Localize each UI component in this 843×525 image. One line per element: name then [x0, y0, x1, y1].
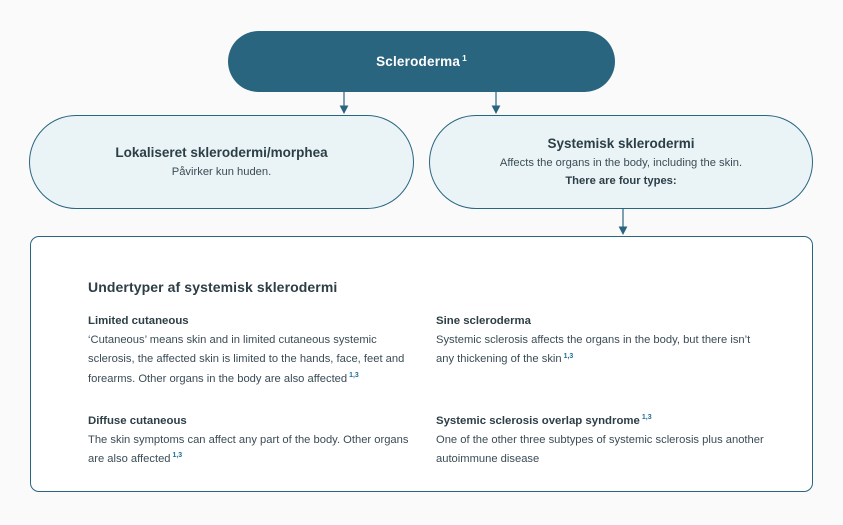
subtype-body: Systemic sclerosis affects the organs in…: [436, 331, 766, 370]
subtype-sine-scleroderma: Sine scleroderma Systemic sclerosis affe…: [436, 315, 766, 389]
subtype-grid: Limited cutaneous ‘Cutaneous’ means skin…: [88, 315, 788, 469]
localized-node-subtitle: Påvirker kun huden.: [171, 166, 272, 179]
subtype-title-text: Limited cutaneous: [88, 315, 189, 327]
subtype-title: Diffuse cutaneous: [88, 415, 418, 427]
panel-heading: Undertyper af systemisk sklerodermi: [88, 279, 338, 295]
subtype-title: Sine scleroderma: [436, 315, 766, 327]
subtype-limited-cutaneous: Limited cutaneous ‘Cutaneous’ means skin…: [88, 315, 418, 389]
subtype-diffuse-cutaneous: Diffuse cutaneous The skin symptoms can …: [88, 415, 418, 470]
connector-systemic-to-panel: [614, 209, 632, 237]
node-systemic-scleroderma[interactable]: Systemisk sklerodermi Affects the organs…: [429, 115, 813, 209]
connector-root-to-systemic: [487, 92, 505, 116]
subtypes-panel: Undertyper af systemisk sklerodermi Limi…: [30, 236, 813, 492]
root-node-reference: 1: [462, 52, 467, 63]
localized-node-title: Lokaliseret sklerodermi/morphea: [115, 144, 328, 160]
subtype-body-reference: 1,3: [172, 452, 183, 460]
systemic-node-title: Systemisk sklerodermi: [547, 135, 695, 151]
node-localized-scleroderma[interactable]: Lokaliseret sklerodermi/morphea Påvirker…: [29, 115, 414, 209]
subtype-body-text: One of the other three subtypes of syste…: [436, 433, 764, 466]
subtype-body-text: ‘Cutaneous’ means skin and in limited cu…: [88, 334, 405, 385]
systemic-node-types-note: There are four types:: [565, 175, 677, 188]
subtype-body: ‘Cutaneous’ means skin and in limited cu…: [88, 331, 418, 389]
subtype-title-text: Diffuse cutaneous: [88, 414, 187, 427]
systemic-node-subtitle: Affects the organs in the body, includin…: [499, 156, 743, 169]
subtype-body-reference: 1,3: [349, 371, 359, 379]
subtype-title-text: Sine scleroderma: [436, 315, 531, 327]
subtype-body-reference: 1,3: [563, 352, 574, 360]
subtype-body: One of the other three subtypes of syste…: [436, 431, 766, 470]
connector-root-to-localized: [335, 92, 353, 116]
subtype-body-text: The skin symptoms can affect any part of…: [88, 433, 409, 466]
subtype-body: The skin symptoms can affect any part of…: [88, 431, 418, 470]
subtype-title-reference: 1,3: [641, 414, 652, 421]
root-node-label: Scleroderma: [376, 54, 461, 69]
subtype-title-text: Systemic sclerosis overlap syndrome: [436, 414, 640, 427]
subtype-body-text: Systemic sclerosis affects the organs in…: [436, 334, 751, 366]
subtype-title: Limited cutaneous: [88, 315, 418, 327]
